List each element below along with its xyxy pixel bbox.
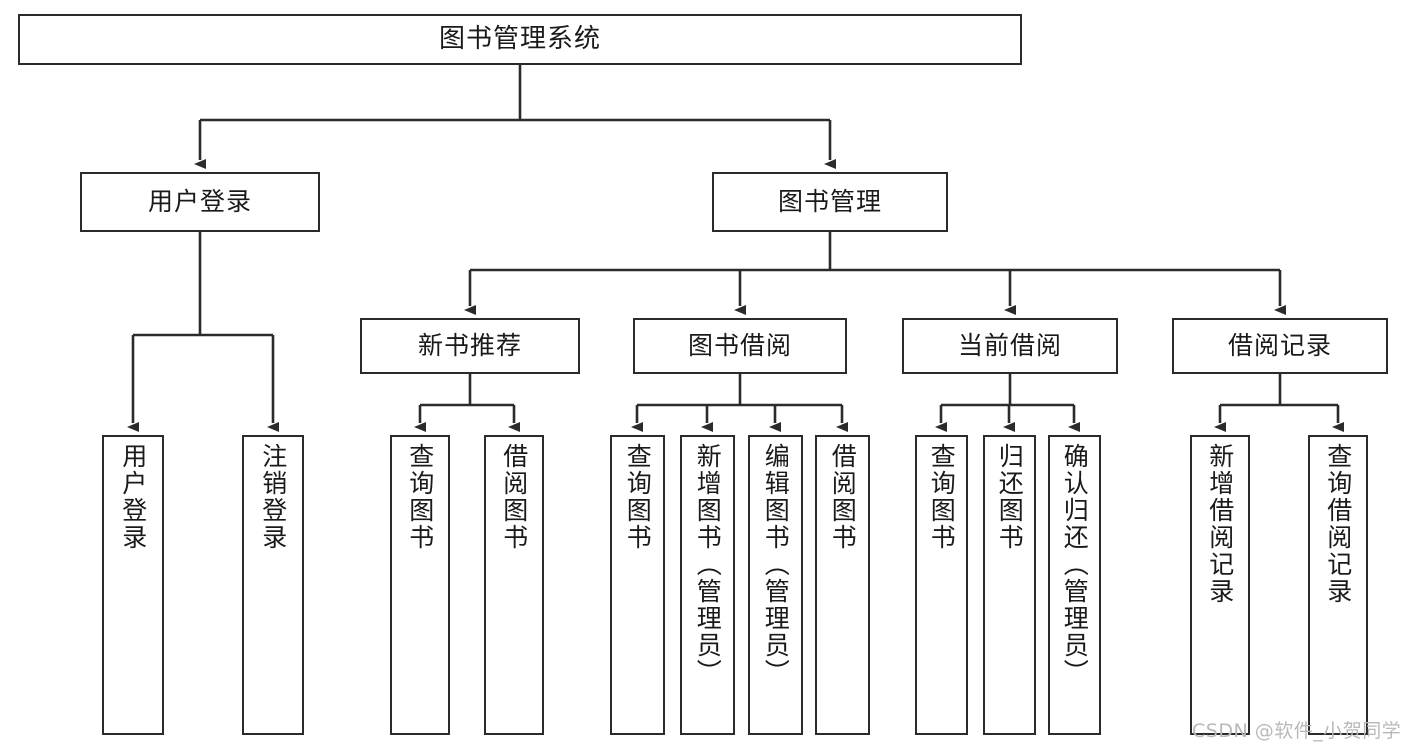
node-level3-borrow-record-label: 借阅记录 — [1227, 331, 1332, 361]
node-leaf-query-book-recommend-label: 查询图书 — [405, 443, 435, 551]
node-leaf-borrow-book[interactable]: 借阅图书 — [815, 435, 870, 735]
node-level2-book-management-label: 图书管理 — [777, 187, 882, 217]
node-leaf-add-borrow-record[interactable]: 新增借阅记录 — [1190, 435, 1250, 735]
node-level3-new-book-recommend[interactable]: 新书推荐 — [360, 318, 580, 374]
node-level3-book-borrow-label: 图书借阅 — [687, 331, 792, 361]
node-level2-book-management[interactable]: 图书管理 — [712, 172, 948, 232]
node-leaf-borrow-book-label: 借阅图书 — [828, 443, 858, 551]
node-leaf-query-book-borrow[interactable]: 查询图书 — [610, 435, 665, 735]
node-leaf-borrow-book-recommend-label: 借阅图书 — [499, 443, 529, 551]
node-level3-current-borrow-label: 当前借阅 — [957, 331, 1062, 361]
node-leaf-return-book[interactable]: 归还图书 — [983, 435, 1036, 735]
node-level3-current-borrow[interactable]: 当前借阅 — [902, 318, 1118, 374]
node-leaf-edit-book-admin[interactable]: 编辑图书（管理员） — [748, 435, 803, 735]
node-leaf-confirm-return-admin[interactable]: 确认归还（管理员） — [1048, 435, 1101, 735]
node-level2-user-login-label: 用户登录 — [147, 187, 252, 217]
node-leaf-confirm-return-admin-label: 确认归还（管理员） — [1060, 443, 1090, 686]
node-level3-book-borrow[interactable]: 图书借阅 — [633, 318, 847, 374]
node-leaf-query-book-borrow-label: 查询图书 — [623, 443, 653, 551]
node-level2-user-login[interactable]: 用户登录 — [80, 172, 320, 232]
node-leaf-add-book-admin[interactable]: 新增图书（管理员） — [680, 435, 735, 735]
node-leaf-logout-label: 注销登录 — [258, 443, 288, 551]
node-root[interactable]: 图书管理系统 — [18, 14, 1022, 65]
node-leaf-query-book-current[interactable]: 查询图书 — [915, 435, 968, 735]
node-leaf-user-login[interactable]: 用户登录 — [102, 435, 164, 735]
node-leaf-query-book-current-label: 查询图书 — [927, 443, 957, 551]
node-level3-new-book-recommend-label: 新书推荐 — [417, 331, 522, 361]
node-leaf-return-book-label: 归还图书 — [995, 443, 1025, 551]
node-leaf-edit-book-admin-label: 编辑图书（管理员） — [761, 443, 791, 686]
node-leaf-query-book-recommend[interactable]: 查询图书 — [390, 435, 450, 735]
node-leaf-query-borrow-record-label: 查询借阅记录 — [1323, 443, 1353, 605]
node-leaf-add-book-admin-label: 新增图书（管理员） — [693, 443, 723, 686]
node-root-label: 图书管理系统 — [438, 24, 601, 55]
node-leaf-logout[interactable]: 注销登录 — [242, 435, 304, 735]
node-leaf-borrow-book-recommend[interactable]: 借阅图书 — [484, 435, 544, 735]
node-leaf-user-login-label: 用户登录 — [118, 443, 148, 551]
node-leaf-query-borrow-record[interactable]: 查询借阅记录 — [1308, 435, 1368, 735]
node-level3-borrow-record[interactable]: 借阅记录 — [1172, 318, 1388, 374]
node-leaf-add-borrow-record-label: 新增借阅记录 — [1205, 443, 1235, 605]
watermark-text: CSDN @软件_小贺同学 — [1192, 720, 1402, 742]
